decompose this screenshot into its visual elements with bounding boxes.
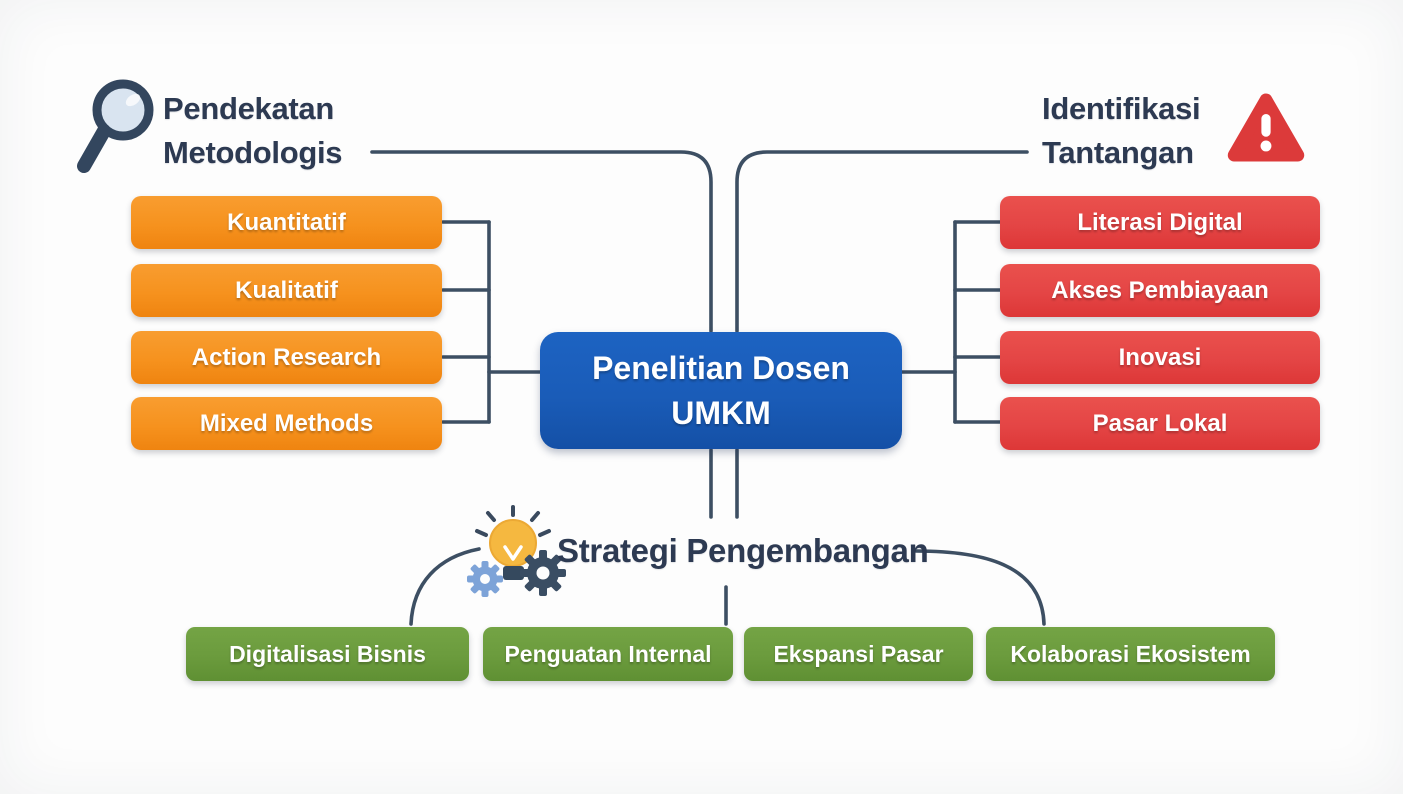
gear-blue-icon (467, 561, 503, 597)
node-action-research: Action Research (131, 331, 442, 384)
connector-tantangan-to-center (735, 150, 1029, 333)
node-label: Kuantitatif (227, 208, 346, 236)
branch-title-tantangan-line1: Identifikasi (1042, 91, 1201, 126)
node-label: Pasar Lokal (1092, 409, 1228, 437)
node-label: Akses Pembiayaan (1051, 276, 1269, 304)
node-mixed-methods: Mixed Methods (131, 397, 442, 450)
connector-strategi-left-curve (409, 547, 481, 626)
center-node-penelitian-dosen-umkm: Penelitian Dosen UMKM (540, 332, 902, 449)
node-ekspansi-pasar: Ekspansi Pasar (744, 627, 973, 681)
connector-metodologi-to-center (370, 150, 713, 333)
node-kualitatif: Kualitatif (131, 264, 442, 317)
node-label: Mixed Methods (199, 409, 374, 437)
node-digitalisasi-bisnis: Digitalisasi Bisnis (186, 627, 469, 681)
branch-title-metodologi-line2: Metodologis (163, 135, 343, 170)
center-node-line1: Penelitian Dosen (592, 349, 850, 386)
branch-title-strategi: Strategi Pengembangan (557, 532, 929, 569)
branch-title-tantangan: Identifikasi Tantangan (1042, 87, 1201, 175)
node-penguatan-internal: Penguatan Internal (483, 627, 733, 681)
branch-title-metodologi: Pendekatan Metodologis (163, 87, 343, 175)
node-pasar-lokal: Pasar Lokal (1000, 397, 1320, 450)
node-label: Digitalisasi Bisnis (229, 640, 426, 667)
connector-strategi-right-curve (914, 549, 1046, 626)
node-label: Kolaborasi Ekosistem (1010, 640, 1251, 667)
node-literasi-digital: Literasi Digital (1000, 196, 1320, 249)
idea-gears-icon (467, 505, 566, 597)
node-akses-pembiayaan: Akses Pembiayaan (1000, 264, 1320, 317)
node-inovasi: Inovasi (1000, 331, 1320, 384)
magnifier-icon (77, 79, 154, 173)
node-kuantitatif: Kuantitatif (131, 196, 442, 249)
node-label: Penguatan Internal (504, 640, 712, 667)
warning-icon (1227, 93, 1305, 162)
node-label: Inovasi (1118, 343, 1202, 371)
node-kolaborasi-ekosistem: Kolaborasi Ekosistem (986, 627, 1275, 681)
node-label: Literasi Digital (1077, 208, 1243, 236)
center-node-line2: UMKM (671, 394, 771, 431)
gear-dark-icon (520, 550, 566, 596)
node-label: Ekspansi Pasar (773, 640, 944, 667)
node-label: Kualitatif (235, 276, 338, 304)
branch-title-metodologi-line1: Pendekatan (163, 91, 335, 126)
node-label: Action Research (191, 343, 382, 371)
branch-title-tantangan-line2: Tantangan (1042, 135, 1194, 170)
